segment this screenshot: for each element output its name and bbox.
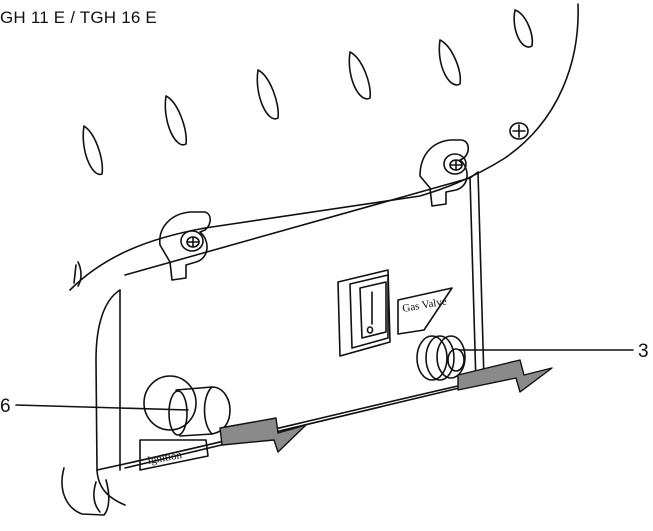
housing-vents	[82, 9, 534, 175]
rocker-switch	[337, 269, 391, 357]
callout-leader-ignition	[15, 404, 189, 411]
right-mounting-bracket	[419, 139, 470, 207]
housing-lower-curve	[95, 289, 126, 506]
ignition-plate	[139, 439, 209, 471]
front-panel	[124, 177, 477, 469]
housing-screw	[509, 122, 529, 140]
housing-outline	[69, 3, 579, 291]
arrow-ignition	[219, 417, 307, 453]
callout-label-gas-valve: 3	[638, 341, 649, 362]
left-mounting-bracket	[159, 211, 212, 281]
callout-label-ignition: 6	[0, 396, 11, 417]
ignition-connector	[143, 375, 231, 437]
gas-valve-connector	[416, 335, 466, 381]
gas-valve-plate	[397, 287, 453, 335]
housing-vent-left	[73, 261, 82, 287]
arrow-gas-valve	[457, 359, 553, 393]
housing-foot	[61, 467, 110, 516]
page-title: GH 11 E / TGH 16 E	[0, 8, 157, 27]
